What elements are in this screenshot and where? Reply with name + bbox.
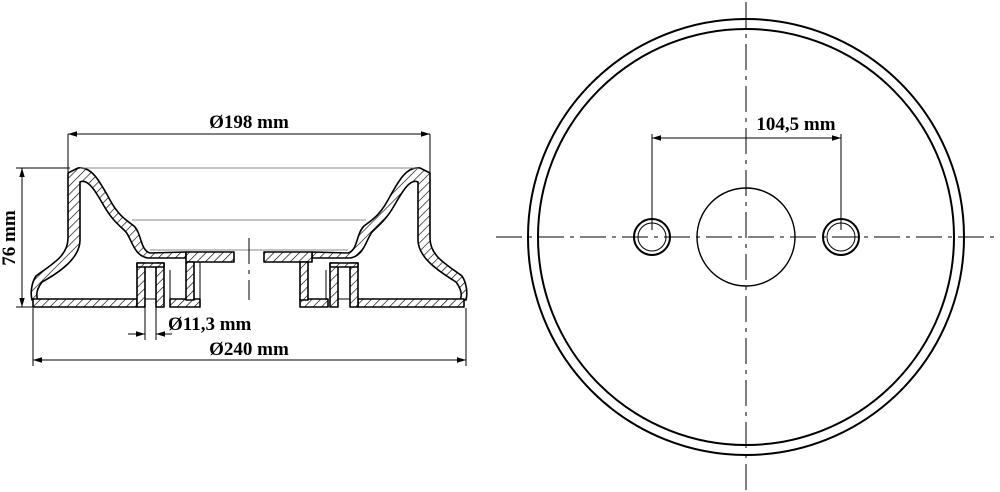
tube-right-bore [337,266,351,300]
tube-left-cap [136,262,165,268]
base-diameter-label: Ø240 mm [209,339,289,360]
dim-top-diameter: Ø198 mm [67,112,431,172]
dim-height: 76 mm [0,167,70,308]
tube-left-bore [144,266,157,300]
hole-spacing-label: 104,5 mm [756,114,835,135]
tube-left-support [185,261,195,301]
base-flange-center-left [169,298,201,308]
dim-hole-spacing: 104,5 mm [651,114,842,230]
base-flange-center-right [299,298,329,308]
top-diameter-label: Ø198 mm [209,112,289,133]
bowl-wall-right [311,167,468,301]
side-section-view: Ø198 mm 76 mm Ø11,3 mm Ø240 mm [0,112,468,366]
tube-left-outer [136,262,146,308]
tube-right-support [299,261,309,301]
tube-left-inner [155,262,165,308]
top-plan-view: 104,5 mm [496,2,998,490]
inner-bottom-plate-left [185,251,235,263]
base-flange-left [32,298,138,308]
base-flange-right [357,298,465,308]
height-label: 76 mm [0,210,20,266]
bowl-wall-left [30,167,187,301]
hole-diameter-label: Ø11,3 mm [168,314,252,335]
tube-right-cap [329,262,359,268]
tube-right-outer [329,262,339,308]
dim-base-diameter: Ø240 mm [32,308,467,366]
dim-hole-diameter: Ø11,3 mm [128,299,252,340]
tube-right-inner [349,262,359,308]
inner-bottom-plate-right [263,251,313,263]
